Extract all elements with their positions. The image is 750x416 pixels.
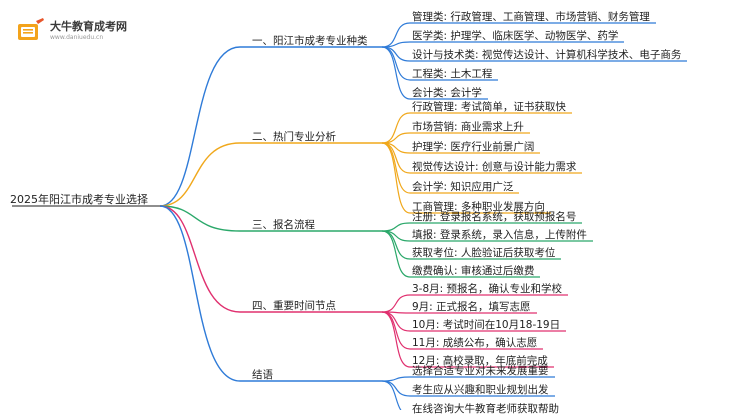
leaf-connector — [381, 46, 411, 100]
leaf-label: 10月: 考试时间在10月18-19日 — [412, 319, 561, 331]
leaf-label: 选择合适专业对未来发展重要 — [412, 365, 549, 377]
leaf-connector — [381, 311, 411, 332]
leaf-connector — [381, 41, 411, 48]
branch-connector — [159, 205, 382, 313]
leaf-label: 护理学: 医疗行业前景广阔 — [412, 141, 535, 153]
leaf-connector — [381, 380, 411, 397]
root-node: 2025年阳江市成考专业选择 — [10, 193, 148, 206]
leaf-label: 行政管理: 考试简单，证书获取快 — [412, 101, 566, 113]
book-pencil-icon — [18, 18, 44, 40]
branch-label: 一、阳江市成考专业种类 — [252, 35, 368, 47]
leaf-label: 市场营销: 商业需求上升 — [412, 121, 524, 133]
leaf-label: 会计类: 会计学 — [412, 87, 482, 99]
leaf-connector — [381, 222, 411, 232]
branch-label: 二、热门专业分析 — [252, 131, 336, 143]
leaf-label: 注册: 登录报名系统，获取预报名号 — [412, 211, 577, 223]
leaf-label: 获取考位: 人脸验证后获取考位 — [412, 247, 556, 259]
leaf-label: 医学类: 护理学、临床医学、动物医学、药学 — [412, 30, 619, 42]
branch-connector — [159, 142, 382, 207]
leaf-label: 设计与技术类: 视觉传达设计、计算机科学技术、电子商务 — [412, 49, 682, 61]
leaf-label: 考生应从兴趣和职业规划出发 — [412, 384, 549, 396]
branch-label: 三、报名流程 — [252, 219, 315, 231]
leaf-label: 工程类: 土木工程 — [412, 68, 493, 80]
leaf-connector — [381, 132, 411, 144]
branch-connector — [159, 205, 382, 232]
brand-title: 大牛教育成考网 — [50, 20, 127, 33]
leaf-connector — [381, 142, 411, 194]
leaf-label: 9月: 正式报名，填写志愿 — [412, 301, 531, 313]
leaf-label: 12月: 高校录取，年底前完成 — [412, 355, 548, 367]
leaf-connector — [381, 294, 411, 313]
leaf-label: 视觉传达设计: 创意与设计能力需求 — [412, 161, 577, 173]
leaf-connector — [381, 142, 411, 214]
brand-logo: 大牛教育成考网 www.daniuedu.cn — [16, 14, 136, 48]
leaf-connector — [381, 22, 411, 48]
leaf-label: 11月: 成绩公布，确认志愿 — [412, 337, 538, 349]
leaf-connector — [381, 230, 411, 278]
leaf-connector — [381, 46, 411, 62]
leaf-label: 会计学: 知识应用广泛 — [412, 181, 514, 193]
leaf-connector — [381, 380, 402, 410]
leaf-label: 管理类: 行政管理、工商管理、市场营销、财务管理 — [412, 11, 650, 23]
leaf-label: 在线咨询大牛教育老师获取帮助 — [412, 403, 559, 415]
leaf-connector — [381, 376, 411, 382]
leaf-connector — [381, 311, 411, 368]
branch-label: 结语 — [252, 369, 273, 381]
branch-connector — [159, 205, 382, 382]
branch-label: 四、重要时间节点 — [252, 300, 336, 312]
leaf-label: 3-8月: 预报名，确认专业和学校 — [412, 283, 563, 295]
leaf-connector — [381, 112, 411, 144]
branch-connector — [159, 46, 382, 207]
leaf-label: 工商管理: 多种职业发展方向 — [412, 201, 545, 213]
leaf-label: 填报: 登录系统，录入信息，上传附件 — [412, 229, 587, 241]
leaf-label: 缴费确认: 审核通过后缴费 — [412, 265, 535, 277]
brand-url: www.daniuedu.cn — [50, 34, 104, 41]
